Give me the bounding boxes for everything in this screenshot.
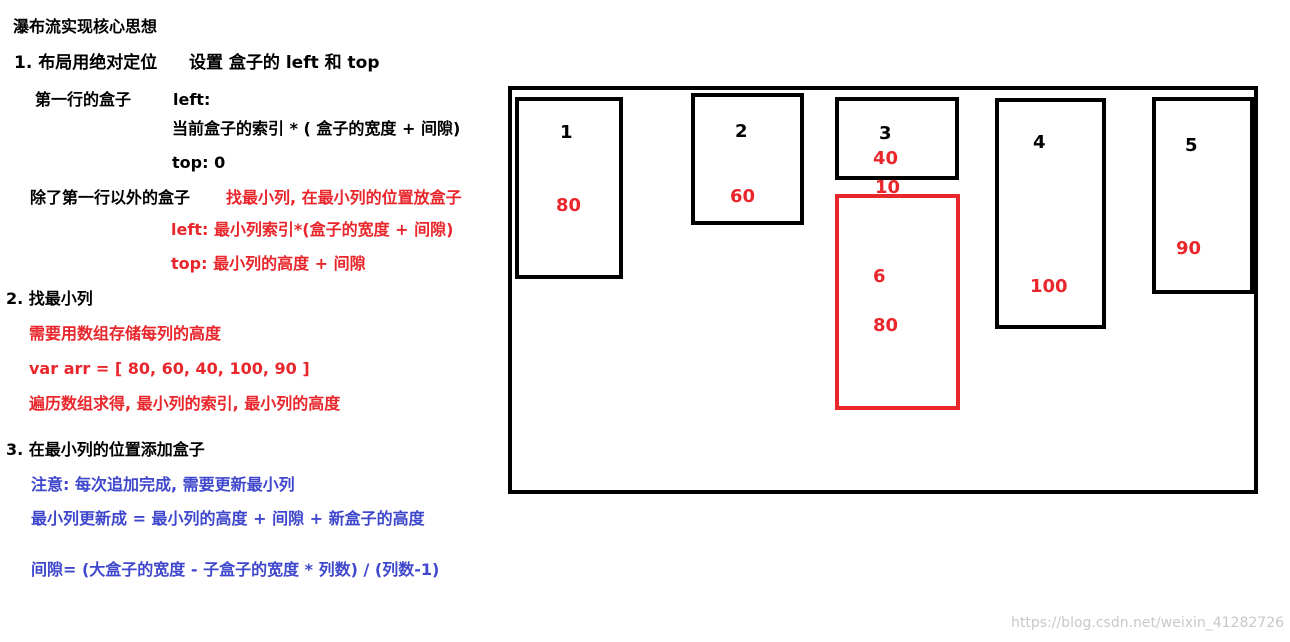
- box-6-new: [835, 194, 960, 410]
- box-3-index: 3: [879, 123, 892, 144]
- box-5-index: 5: [1185, 135, 1198, 156]
- step3-update: 最小列更新成 = 最小列的高度 + 间隙 + 新盒子的高度: [31, 509, 425, 528]
- step3-heading: 3. 在最小列的位置添加盒子: [6, 440, 205, 459]
- box-6-height: 80: [873, 315, 899, 336]
- step2-heading: 2. 找最小列: [6, 289, 93, 308]
- box-1-height: 80: [556, 195, 582, 216]
- box-2-height: 60: [730, 186, 756, 207]
- other-rows-top: top: 最小列的高度 + 间隙: [171, 254, 366, 273]
- step2-line1: 需要用数组存储每列的高度: [29, 324, 222, 343]
- box-4-height: 100: [1030, 276, 1068, 297]
- box-1: [515, 97, 623, 279]
- watermark: https://blog.csdn.net/weixin_41282726: [1011, 615, 1285, 631]
- first-row-label: 第一行的盒子: [35, 90, 132, 109]
- step1-heading: 1. 布局用绝对定位: [14, 53, 158, 73]
- other-rows-note: 找最小列, 在最小列的位置放盒子: [226, 188, 462, 207]
- gap-formula: 间隙= (大盒子的宽度 - 子盒子的宽度 * 列数) / (列数-1): [31, 560, 440, 579]
- gap-label: 10: [875, 177, 901, 198]
- box-5: [1152, 97, 1254, 294]
- box-2-index: 2: [735, 121, 748, 142]
- box-5-height: 90: [1176, 238, 1202, 259]
- box-4: [995, 98, 1106, 329]
- box-1-index: 1: [560, 122, 573, 143]
- first-row-left: left:: [173, 90, 211, 109]
- first-row-top: top: 0: [172, 153, 226, 172]
- step3-note: 注意: 每次追加完成, 需要更新最小列: [31, 475, 295, 494]
- container-box: [508, 86, 1258, 494]
- step1-heading-note: 设置 盒子的 left 和 top: [189, 53, 380, 73]
- step2-line3: 遍历数组求得, 最小列的索引, 最小列的高度: [29, 394, 341, 413]
- page-title: 瀑布流实现核心思想: [13, 17, 158, 36]
- other-rows-left: left: 最小列索引*(盒子的宽度 + 间隙): [171, 220, 454, 239]
- first-row-left-formula: 当前盒子的索引 * ( 盒子的宽度 + 间隙): [172, 119, 461, 138]
- box-2: [691, 93, 804, 225]
- box-3: [835, 97, 959, 180]
- step2-array: var arr = [ 80, 60, 40, 100, 90 ]: [29, 359, 310, 378]
- box-3-height: 40: [873, 148, 899, 169]
- box-4-index: 4: [1033, 132, 1046, 153]
- box-6-index: 6: [873, 266, 886, 287]
- other-rows-label: 除了第一行以外的盒子: [30, 188, 191, 207]
